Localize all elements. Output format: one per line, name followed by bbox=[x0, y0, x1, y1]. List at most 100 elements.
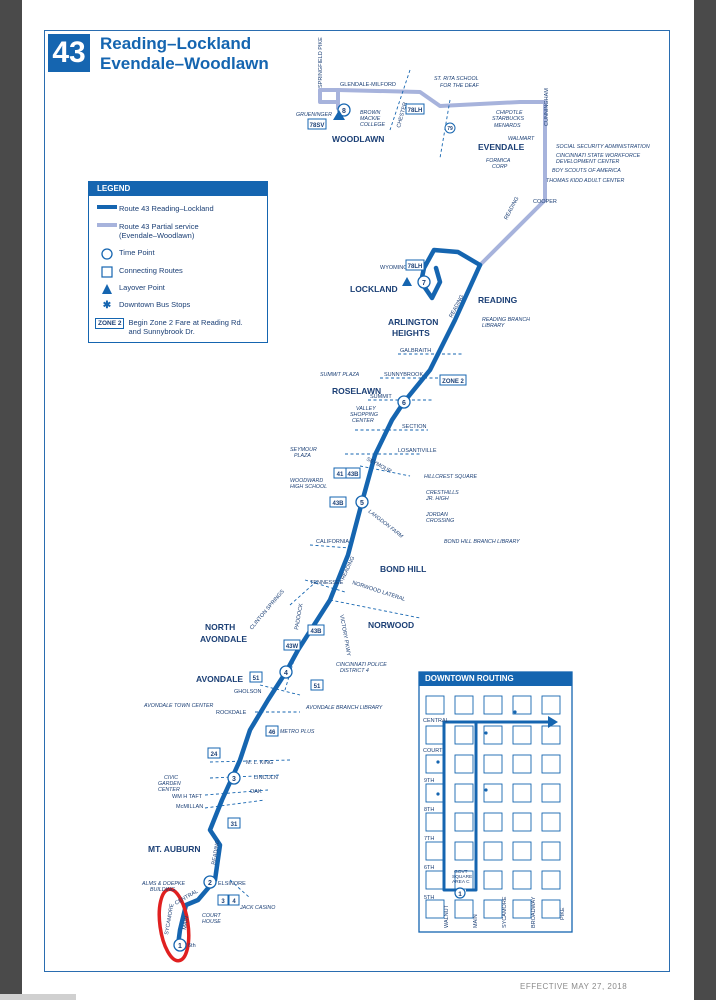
time-point-1: 1 bbox=[173, 938, 187, 952]
svg-text:ZONE 2: ZONE 2 bbox=[442, 379, 464, 385]
landmark-brown-mackie-1: BROWN bbox=[360, 110, 380, 116]
landmark-valley-2: SHOPPING bbox=[350, 412, 378, 418]
svg-text:41: 41 bbox=[337, 472, 344, 478]
label-arlington-2: HEIGHTS bbox=[392, 328, 430, 338]
downtown-block bbox=[512, 899, 532, 919]
svg-text:79: 79 bbox=[447, 126, 453, 132]
svg-text:5: 5 bbox=[360, 500, 364, 507]
downtown-block bbox=[541, 870, 561, 890]
zone-badge-icon: ZONE 2 bbox=[95, 318, 125, 329]
downtown-block bbox=[541, 783, 561, 803]
downtown-block bbox=[425, 870, 445, 890]
downtown-block bbox=[512, 812, 532, 832]
label-avondale: AVONDALE bbox=[196, 674, 243, 684]
svg-text:7: 7 bbox=[422, 280, 426, 287]
landmark-ssa: SOCIAL SECURITY ADMINISTRATION bbox=[556, 144, 650, 150]
dt-street-5th: 5TH bbox=[424, 895, 434, 901]
svg-text:2: 2 bbox=[208, 880, 212, 887]
downtown-time-point-1: 1 bbox=[454, 887, 466, 899]
side-streets bbox=[204, 69, 464, 899]
landmark-chipotle: CHIPOTLE bbox=[496, 110, 523, 116]
route-title-line-2: Evendale–Woodlawn bbox=[100, 54, 269, 73]
svg-text:43B: 43B bbox=[310, 629, 322, 635]
connecting-route-4: 4 bbox=[228, 894, 240, 906]
street-gholson: GHOLSON bbox=[234, 689, 262, 695]
street-rockdale: ROCKDALE bbox=[216, 710, 247, 716]
svg-text:4: 4 bbox=[284, 670, 288, 677]
landmark-avondale-lib: AVONDALE BRANCH LIBRARY bbox=[305, 705, 383, 711]
street-tennessee: TENNESSEE bbox=[310, 580, 344, 586]
effective-date: EFFECTIVE MAY 27, 2018 bbox=[520, 982, 628, 991]
dt-street-broadway: BROADWAY bbox=[531, 896, 537, 928]
street-main: MAIN bbox=[182, 916, 190, 931]
legend-item-connecting: Connecting Routes bbox=[95, 266, 183, 278]
horizontal-scrollbar[interactable] bbox=[0, 994, 76, 1000]
street-elsinore: ELSINORE bbox=[218, 881, 246, 887]
downtown-block bbox=[512, 870, 532, 890]
route-title-line-1: Reading–Lockland bbox=[100, 34, 252, 53]
dt-street-central: CENTRAL bbox=[423, 718, 449, 724]
label-roselawn: ROSELAWN bbox=[332, 386, 381, 396]
connecting-route-78lh-lockland: 78LH bbox=[405, 259, 425, 271]
street-summit: SUMMIT bbox=[370, 394, 392, 400]
street-wyoming: WYOMING bbox=[380, 265, 408, 271]
downtown-block bbox=[541, 725, 561, 745]
street-cooper: COOPER bbox=[533, 199, 557, 205]
downtown-block bbox=[512, 695, 532, 715]
downtown-routing-heading: DOWNTOWN ROUTING bbox=[419, 672, 572, 686]
downtown-block bbox=[425, 899, 445, 919]
landmark-formica-1: FORMICA bbox=[486, 158, 511, 164]
landmark-cincy-state-2: DEVELOPMENT CENTER bbox=[556, 159, 619, 165]
time-points: 8 7 6 5 4 3 2 1 bbox=[173, 103, 431, 952]
landmark-brown-mackie-2: MACKIE bbox=[360, 116, 381, 122]
landmark-police-2: DISTRICT 4 bbox=[340, 668, 369, 674]
svg-text:31: 31 bbox=[231, 822, 238, 828]
street-wh-taft: WM H TAFT bbox=[172, 794, 203, 800]
label-norwood: NORWOOD bbox=[368, 620, 414, 630]
connecting-route-51b: 51 bbox=[310, 679, 324, 691]
landmark-alms-2: BUILDING bbox=[150, 887, 175, 893]
dt-street-7th: 7TH bbox=[424, 836, 434, 842]
connecting-route-43b-2: 43B bbox=[329, 496, 347, 508]
downtown-block bbox=[454, 725, 474, 745]
downtown-block bbox=[425, 725, 445, 745]
label-reading: READING bbox=[478, 295, 518, 305]
time-point-8: 8 bbox=[337, 103, 351, 117]
landmark-grueninger: GRUENINGER bbox=[296, 112, 332, 118]
landmark-menards: MENARDS bbox=[494, 123, 521, 129]
time-point-5: 5 bbox=[355, 495, 369, 509]
downtown-block bbox=[541, 841, 561, 861]
legend-item-partial: Route 43 Partial service(Evendale–Woodla… bbox=[95, 222, 199, 240]
landmark-starbucks: STARBUCKS bbox=[492, 116, 524, 122]
downtown-block bbox=[425, 841, 445, 861]
connecting-route-51a: 51 bbox=[249, 671, 263, 683]
svg-text:43B: 43B bbox=[332, 501, 344, 507]
svg-text:8: 8 bbox=[342, 108, 346, 115]
connecting-route-79: 79 bbox=[444, 122, 456, 134]
arrow-right-icon bbox=[548, 716, 558, 728]
downtown-block bbox=[454, 899, 474, 919]
landmark-seymour-plaza-2: PLAZA bbox=[294, 453, 311, 459]
landmark-civic-1: CIVIC bbox=[164, 775, 178, 781]
svg-text:4: 4 bbox=[232, 899, 236, 905]
landmark-boy-scouts: BOY SCOUTS OF AMERICA bbox=[552, 168, 621, 174]
dt-street-sycamore: SYCAMORE bbox=[502, 896, 508, 928]
label-evendale: EVENDALE bbox=[478, 142, 525, 152]
landmark-avondale-tc: AVONDALE TOWN CENTER bbox=[143, 703, 214, 709]
street-section: SECTION bbox=[402, 424, 426, 430]
legend-item-route: Route 43 Reading–Lockland bbox=[95, 204, 214, 213]
downtown-block bbox=[541, 812, 561, 832]
street-losantiville: LOSANTIVILLE bbox=[398, 448, 437, 454]
downtown-block bbox=[512, 754, 532, 774]
street-sunnybrook: SUNNYBROOK bbox=[384, 372, 423, 378]
svg-text:1: 1 bbox=[178, 943, 182, 950]
legend-item-downtown-stops: ✱ Downtown Bus Stops bbox=[95, 300, 191, 311]
street-sycamore: SYCAMORE bbox=[164, 903, 175, 935]
landmark-woodward-1: WOODWARD bbox=[290, 478, 323, 484]
square-icon bbox=[95, 266, 119, 278]
route-number-badge: 43 bbox=[48, 34, 90, 72]
landmark-st-rita-2: FOR THE DEAF bbox=[440, 83, 480, 89]
landmark-hillcrest: HILLCREST SQUARE bbox=[424, 474, 477, 480]
legend-heading: LEGEND bbox=[89, 182, 267, 196]
